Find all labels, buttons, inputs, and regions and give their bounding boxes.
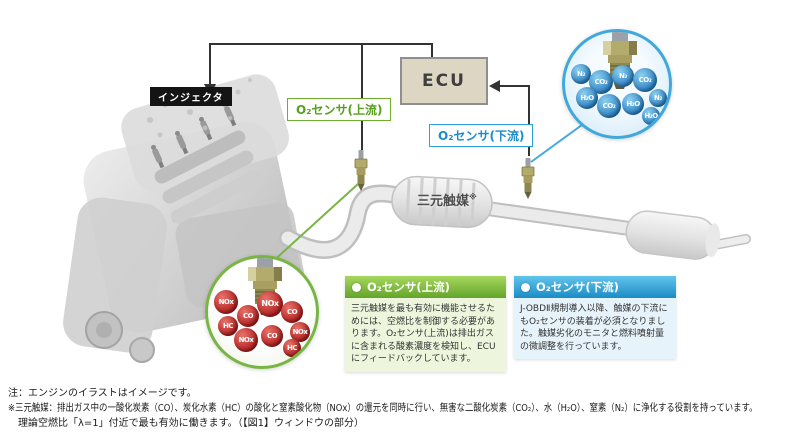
ecu-box: ECU (400, 57, 488, 105)
upstream-callout-line (269, 183, 359, 265)
downstream-callout-line (530, 121, 587, 163)
downstream-info-box: O₂センサ(下流) J-OBDⅡ規制導入以降、触媒の下流にもO₂センサの装着が必… (514, 276, 676, 360)
catalyst-body (391, 175, 493, 229)
purified-molecule: N₂ (649, 89, 667, 107)
muffler-body (625, 210, 721, 260)
downstream-o2-sensor (521, 158, 535, 199)
purified-molecule: H₂O (576, 87, 598, 109)
exhaust-molecule: CO (281, 301, 303, 323)
upstream-o2-sensor (354, 150, 368, 191)
exhaust-molecule: HC (218, 316, 238, 336)
upstream-info-body: 三元触媒を最も有効に機能させるためには、空燃比を制御する必要があります。O₂セン… (345, 298, 506, 372)
purified-molecule: N₂ (571, 64, 591, 84)
downstream-sensor-label: O₂センサ(下流) (429, 124, 534, 147)
bullet-icon (521, 282, 530, 292)
catalyst-label-text: 三元触媒 (417, 194, 470, 209)
downstream-info-body: J-OBDⅡ規制導入以降、触媒の下流にもO₂センサの装着が必須となりました。触媒… (514, 298, 676, 360)
downstream-info-title: O₂センサ(下流) (536, 280, 619, 294)
upstream-info-header: O₂センサ(上流) (345, 276, 506, 298)
catalyst-footnote-mark: ※ (469, 192, 477, 202)
exhaust-molecule: CO (237, 305, 259, 327)
exhaust-molecule: HC (283, 339, 301, 357)
footnotes: 注：エンジンのイラストはイメージです。 ※三元触媒：排出ガス中の一酸化炭素（CO… (8, 386, 798, 431)
footnote-line-3: 理論空燃比「λ=1」付近で最も有効に働きます。（【図1】ウィンドウの部分） (8, 418, 365, 429)
exhaust-molecule: CO (261, 325, 283, 347)
purified-molecule: CO₂ (633, 68, 657, 92)
arrow-to-ecu (489, 80, 500, 92)
upstream-sensor-label: O₂センサ(上流) (287, 98, 392, 121)
footnote-line-1: 注：エンジンのイラストはイメージです。 (8, 388, 197, 399)
exhaust-molecule: NOx (290, 322, 310, 342)
downstream-info-header: O₂センサ(下流) (514, 276, 676, 298)
exhaust-molecule: NOx (214, 290, 238, 314)
upstream-info-title: O₂センサ(上流) (367, 280, 450, 294)
upstream-info-box: O₂センサ(上流) 三元触媒を最も有効に機能させるためには、空燃比を制御する必要… (345, 276, 506, 372)
bullet-icon (352, 282, 361, 292)
purified-molecule: N₂ (612, 65, 634, 87)
injector-label: インジェクタ (150, 87, 232, 106)
exhaust-molecule: NOx (234, 328, 258, 352)
purified-molecule: H₂O (622, 93, 644, 115)
purified-molecule: CO₂ (597, 94, 621, 118)
purified-molecule: H₂O (642, 107, 660, 125)
footnote-line-2: ※三元触媒：排出ガス中の一酸化炭素（CO）、炭化水素（HC）の酸化と窒素酸化物（… (8, 403, 758, 414)
exhaust-molecule: NOx (257, 291, 283, 317)
catalyst-label: 三元触媒※ (417, 190, 477, 209)
